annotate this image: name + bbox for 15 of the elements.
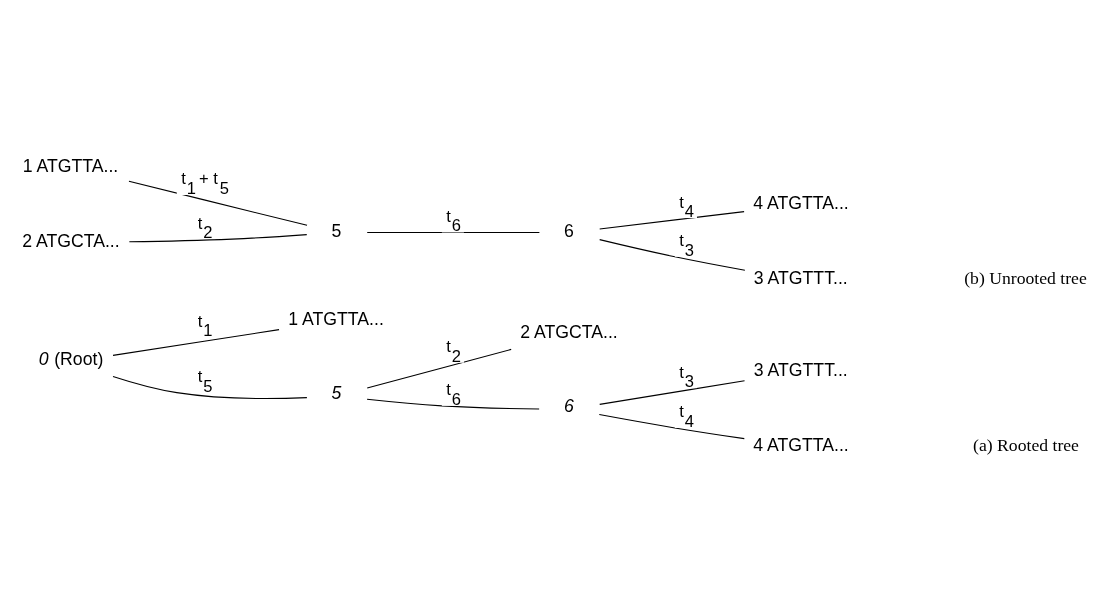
node-text: 2 ATGCTA... <box>520 322 618 343</box>
node-text: 6 <box>563 396 574 417</box>
label: (b) Unrooted tree <box>964 268 1087 289</box>
node-text: 1 ATGTTA... <box>22 155 119 176</box>
node-text: 0 (Root) <box>38 348 104 369</box>
node-text: 1 ATGTTA... <box>288 309 384 329</box>
node-text: 3 ATGTTT... <box>753 268 848 289</box>
node-text: 5 <box>331 220 342 241</box>
label: (a) Rooted tree <box>973 434 1079 455</box>
node-text: 4 ATGTTA... <box>753 434 849 455</box>
node-text: 2 ATGCTA... <box>22 230 120 251</box>
node-text: 5 <box>331 382 342 403</box>
node-text: 6 <box>563 220 574 241</box>
node-text: 3 ATGTTT... <box>753 359 848 380</box>
node-text: 4 ATGTTA... <box>753 193 849 214</box>
